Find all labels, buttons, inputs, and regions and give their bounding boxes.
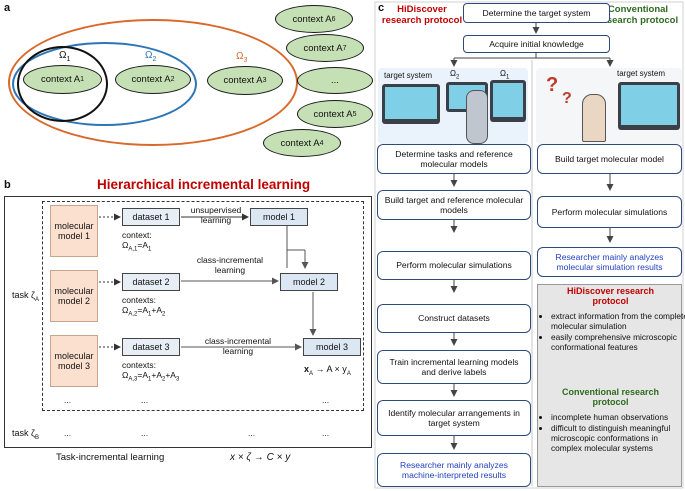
target-system-left-label: target system — [384, 71, 433, 80]
conventional-illustration: ? ? — [536, 68, 682, 144]
model-2: model 2 — [280, 273, 338, 291]
mapping-label: xA → A × yA — [304, 364, 351, 377]
panel-b-letter: b — [4, 179, 11, 191]
learning-label-3: class-incremental learning — [204, 336, 272, 356]
conventional-point: incomplete human observations — [551, 412, 685, 422]
comparison-summary: HiDiscover research protocol extract inf… — [537, 284, 685, 487]
conventional-points: incomplete human observations difficult … — [540, 412, 685, 454]
hidiscover-point: extract information from the complete mo… — [551, 311, 685, 331]
dots-b-5: ... — [141, 428, 149, 438]
molecular-model-2: molecular model 2 — [50, 270, 98, 322]
step-right-1: Build target molecular model — [537, 144, 682, 174]
task-a-label: task ζA — [12, 290, 39, 303]
dots-b-2: ... — [141, 395, 149, 405]
dots-b-1: ... — [64, 395, 72, 405]
monitor-conventional — [618, 82, 680, 130]
task-incremental-frame — [4, 196, 372, 448]
task-incremental-label: Task-incremental learning — [56, 452, 165, 463]
step-left-1: Determine tasks and reference molecular … — [377, 144, 531, 174]
step-determine-target: Determine the target system — [463, 3, 610, 23]
step-left-5: Train incremental learning models and de… — [377, 350, 531, 384]
target-system-right-label: target system — [617, 69, 666, 78]
step-left-3: Perform molecular simulations — [377, 251, 531, 280]
omega1-label: Ω1 — [59, 50, 71, 63]
molecular-model-3: molecular model 3 — [50, 335, 98, 387]
context-dots: ... — [297, 67, 373, 94]
o2-image-label: Ω2 — [450, 69, 460, 81]
omega2-ellipse — [12, 42, 197, 126]
question-mark-icon-2: ? — [562, 90, 572, 107]
question-mark-icon: ? — [546, 74, 559, 96]
step-right-2: Perform molecular simulations — [537, 196, 682, 228]
conventional-point: difficult to distinguish meaningful micr… — [551, 423, 685, 453]
researcher-icon — [582, 94, 606, 142]
panel-b-title: Hierarchical incremental learning — [97, 177, 311, 192]
step-left-2: Build target and reference molecular mod… — [377, 190, 531, 220]
context-label-1: context: ΩA,1=A1 — [122, 230, 152, 253]
summary-hidiscover-heading: HiDiscover research protocol — [566, 286, 655, 307]
step-left-4: Construct datasets — [377, 304, 531, 333]
dots-b-6: ... — [248, 428, 256, 438]
step-left-7: Researcher mainly analyzes machine-inter… — [377, 453, 531, 487]
hierarchical-frame — [42, 201, 364, 411]
omega2-label: Ω2 — [145, 50, 157, 63]
summary-conventional-heading: Conventional research protocol — [561, 387, 660, 408]
hidiscover-points: extract information from the complete mo… — [540, 311, 685, 353]
o1-image-label: Ω1 — [500, 69, 510, 81]
task-b-label: task ζB — [12, 428, 39, 441]
omega3-label: Ω3 — [236, 51, 248, 64]
monitor-left — [382, 84, 440, 124]
task-formula: x × ζ → C × y — [230, 452, 291, 463]
context-label-2: contexts: ΩA,2=A1+A2 — [122, 295, 166, 318]
model-3: model 3 — [303, 338, 361, 356]
omega1-ellipse — [17, 46, 108, 122]
hidiscover-illustration — [378, 68, 528, 144]
learning-label-2: class-incremental learning — [196, 255, 264, 275]
monitor-right — [490, 80, 526, 122]
robot-icon — [466, 90, 488, 144]
molecular-model-1: molecular model 1 — [50, 205, 98, 257]
dots-b-7: ... — [322, 428, 330, 438]
dataset-3: dataset 3 — [122, 338, 180, 356]
dots-b-4: ... — [64, 428, 72, 438]
step-acquire-knowledge: Acquire initial knowledge — [463, 35, 610, 53]
hidiscover-title: HiDiscover research protocol — [381, 4, 463, 26]
panel-a-letter: a — [4, 2, 11, 14]
learning-label-1: unsupervised learning — [190, 205, 242, 225]
context-label-3: contexts: ΩA,3=A1+A2+A3 — [122, 360, 180, 383]
hidiscover-point: easily comprehensive microscopic conform… — [551, 332, 685, 352]
dots-b-3: ... — [322, 395, 330, 405]
dataset-2: dataset 2 — [122, 273, 180, 291]
step-right-3: Researcher mainly analyzes molecular sim… — [537, 247, 682, 277]
model-1: model 1 — [250, 208, 308, 226]
step-left-6: Identify molecular arrangements in targe… — [377, 400, 531, 436]
dataset-1: dataset 1 — [122, 208, 180, 226]
